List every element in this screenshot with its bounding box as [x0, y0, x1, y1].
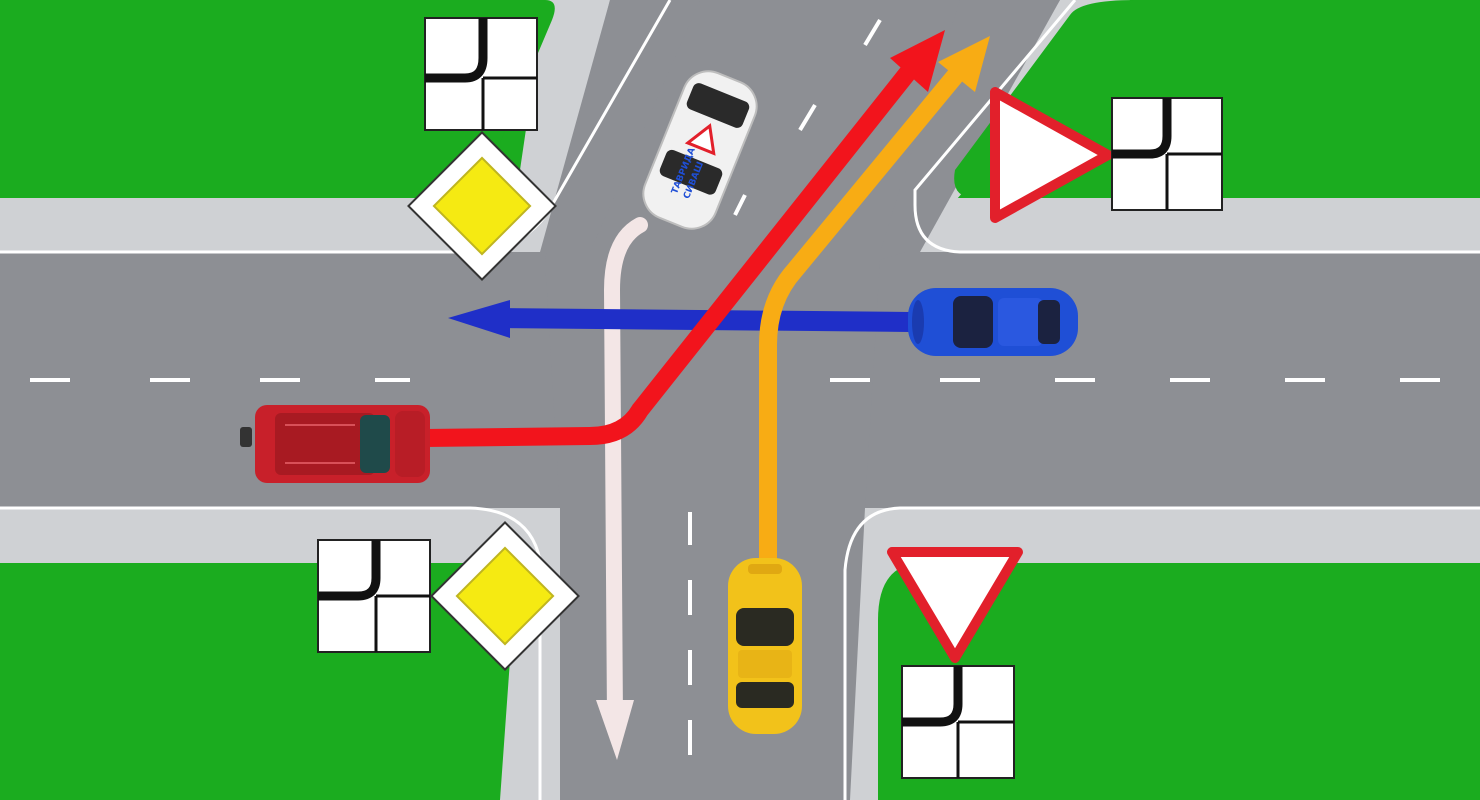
white-arrow	[603, 217, 648, 728]
blue-car-icon	[908, 288, 1078, 356]
main-road-diamond-icon	[407, 131, 557, 281]
main-road-direction-plate-icon	[1111, 97, 1223, 211]
path-arrows	[424, 30, 990, 760]
main-road-direction-plate-icon	[424, 17, 538, 131]
main-road-direction-plate-icon	[317, 539, 431, 653]
lane-markings	[30, 18, 1440, 755]
white-car-icon: ТАВРИДА СИВАШ	[642, 70, 758, 230]
red-arrowhead	[890, 30, 945, 92]
orange-arrow	[759, 64, 967, 560]
yield-triangle-icon	[887, 547, 1023, 663]
yellow-car-icon	[728, 558, 802, 734]
orange-arrowhead	[938, 36, 990, 92]
white-arrowhead	[596, 700, 634, 760]
main-road-diamond-icon	[430, 521, 580, 671]
yield-triangle-icon	[990, 87, 1113, 223]
blue-arrowhead	[448, 300, 510, 338]
red-suv-icon	[240, 405, 430, 483]
main-road-direction-plate-icon	[901, 665, 1015, 779]
red-arrow	[424, 64, 918, 447]
